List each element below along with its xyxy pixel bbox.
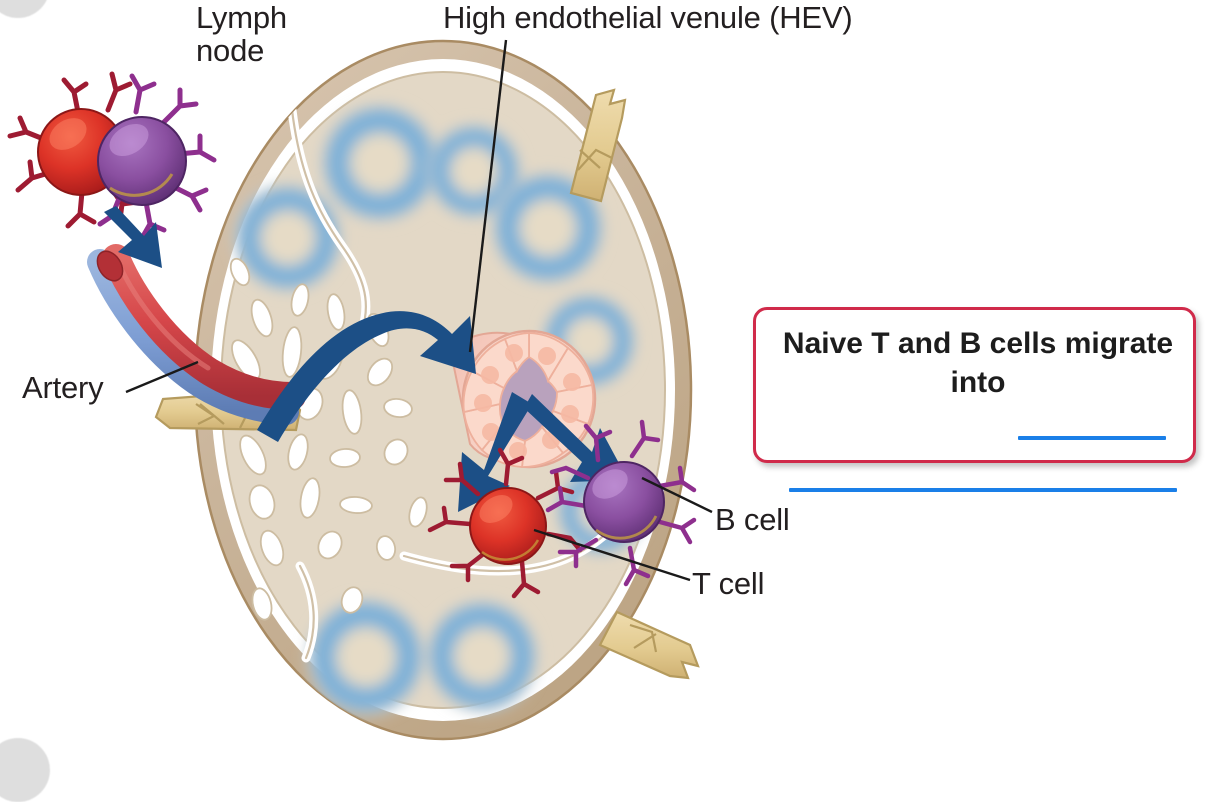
high-endothelial-venule	[449, 329, 597, 469]
question-callout-box: Naive T and B cells migrate into	[753, 307, 1196, 492]
entry-arrow	[104, 206, 162, 268]
leader-lines	[125, 39, 713, 582]
vein	[87, 249, 299, 425]
answer-blank-line-2[interactable]	[789, 488, 1177, 492]
lymphoid-follicles	[234, 104, 645, 716]
leader-line-bcell	[641, 476, 713, 514]
migration-arrows	[257, 311, 628, 512]
leader-line-hev	[468, 39, 508, 353]
afferent-lymphatic-vessel-bottom	[598, 610, 700, 680]
afferent-lymphatic-vessel-top	[569, 88, 627, 203]
label-high-endothelial-venule: High endothelial venule (HEV)	[443, 0, 853, 35]
leader-line-tcell	[533, 528, 691, 582]
hev-endothelial-cells	[462, 332, 595, 468]
naive-b-cell	[545, 419, 697, 587]
answer-blank-line-1[interactable]	[1018, 436, 1166, 440]
naive-t-cell	[427, 447, 583, 599]
leader-line-artery	[125, 360, 199, 394]
question-text: Naive T and B cells migrate into	[782, 327, 1174, 399]
lymph-node-illustration	[7, 39, 713, 741]
artery	[96, 244, 306, 410]
medullary-cords	[229, 257, 428, 621]
label-b-cell: B cell	[715, 502, 790, 537]
label-t-cell: T cell	[692, 566, 765, 601]
label-artery: Artery	[22, 370, 104, 405]
label-lymph-node: Lymph node	[196, 0, 287, 68]
lymph-node-body	[193, 39, 693, 741]
circulating-lymphocyte-pair	[7, 71, 217, 268]
